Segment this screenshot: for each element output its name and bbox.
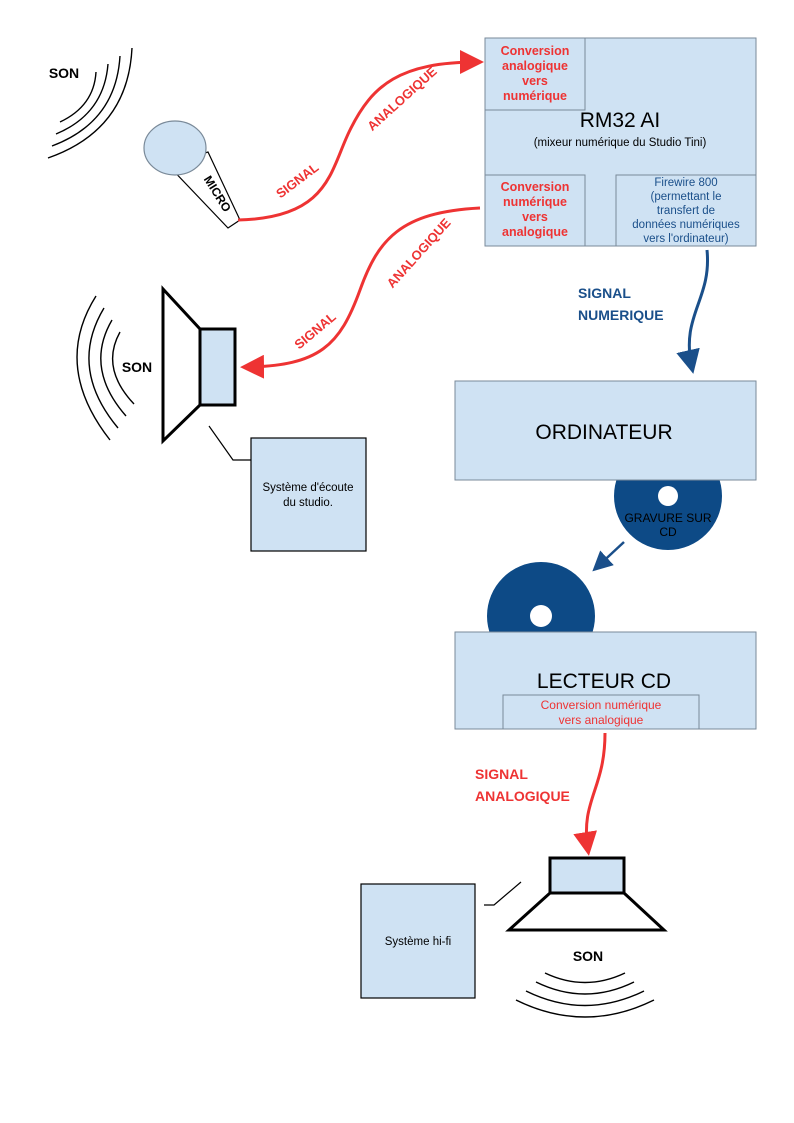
- lecteur-cd-label: LECTEUR CD: [537, 670, 671, 693]
- firewire-line-3: transfert de: [657, 205, 715, 217]
- firewire-line-4: données numériques: [632, 219, 740, 231]
- ordinateur-label: ORDINATEUR: [535, 421, 672, 444]
- adc-line-2: analogique: [502, 59, 568, 73]
- speaker-connector-line: [208, 425, 252, 461]
- adc-line-4: numérique: [503, 89, 567, 103]
- lecteur-conversion-line-1: Conversion numérique: [541, 698, 662, 712]
- son-label-speaker: SON: [122, 359, 152, 375]
- firewire-line-5: vers l'ordinateur): [643, 233, 728, 245]
- dac-line-4: analogique: [502, 225, 568, 239]
- sound-waves-top-icon: [47, 47, 133, 159]
- adc-line-3: vers: [522, 74, 548, 88]
- signal-numerique-1: SIGNAL: [578, 285, 631, 301]
- studio-monitor-line-1: Système d'écoute: [262, 482, 353, 494]
- sound-waves-left-icon: [76, 295, 135, 441]
- firewire-box: [615, 174, 757, 247]
- hifi-connector-line: [484, 881, 522, 906]
- lecteur-conversion-box: [502, 694, 700, 730]
- dac-line-3: vers: [522, 210, 548, 224]
- gravure-line-2: CD: [659, 525, 677, 539]
- analog-signal-arrow-mid: [240, 206, 481, 379]
- signal-label-mid-1: SIGNAL: [291, 309, 338, 352]
- analog-signal-arrow-bottom: [573, 732, 607, 856]
- firewire-line-1: Firewire 800: [654, 177, 717, 189]
- signal-label-mid-2: ANALOGIQUE: [384, 215, 454, 291]
- rm32-subtitle: (mixeur numérique du Studio Tini): [534, 137, 707, 149]
- dac-line-1: Conversion: [501, 180, 570, 194]
- dac-line-2: numérique: [503, 195, 567, 209]
- signal-bottom-2: ANALOGIQUE: [475, 788, 570, 804]
- rm32-mixer-box: [484, 37, 757, 247]
- son-label-hifi: SON: [573, 948, 603, 964]
- studio-monitor-box: [250, 437, 367, 552]
- hifi-system-box: [360, 883, 476, 999]
- adc-line-1: Conversion: [501, 44, 570, 58]
- gravure-line-1: GRAVURE SUR: [624, 511, 711, 525]
- cd-transfer-arrow: [592, 541, 625, 572]
- sound-waves-bottom-icon: [515, 972, 655, 1018]
- studio-monitor-line-2: du studio.: [283, 497, 333, 509]
- analog-signal-arrow-top: [237, 50, 484, 222]
- speaker-hifi-icon: [505, 856, 668, 932]
- adc-conversion-box: [484, 37, 586, 111]
- ordinateur-box: [454, 380, 757, 481]
- dac-conversion-box: [484, 174, 586, 247]
- firewire-line-2: (permettant le: [651, 191, 722, 203]
- hifi-system-label: Système hi-fi: [385, 936, 451, 948]
- rm32-title: RM32 AI: [580, 109, 661, 132]
- signal-numerique-2: NUMERIQUE: [578, 307, 664, 323]
- signal-bottom-1: SIGNAL: [475, 766, 528, 782]
- digital-signal-arrow: [676, 249, 710, 374]
- lecteur-conversion-line-2: vers analogique: [559, 713, 644, 727]
- speaker-left-icon: [161, 285, 237, 445]
- son-label-top: SON: [49, 65, 79, 81]
